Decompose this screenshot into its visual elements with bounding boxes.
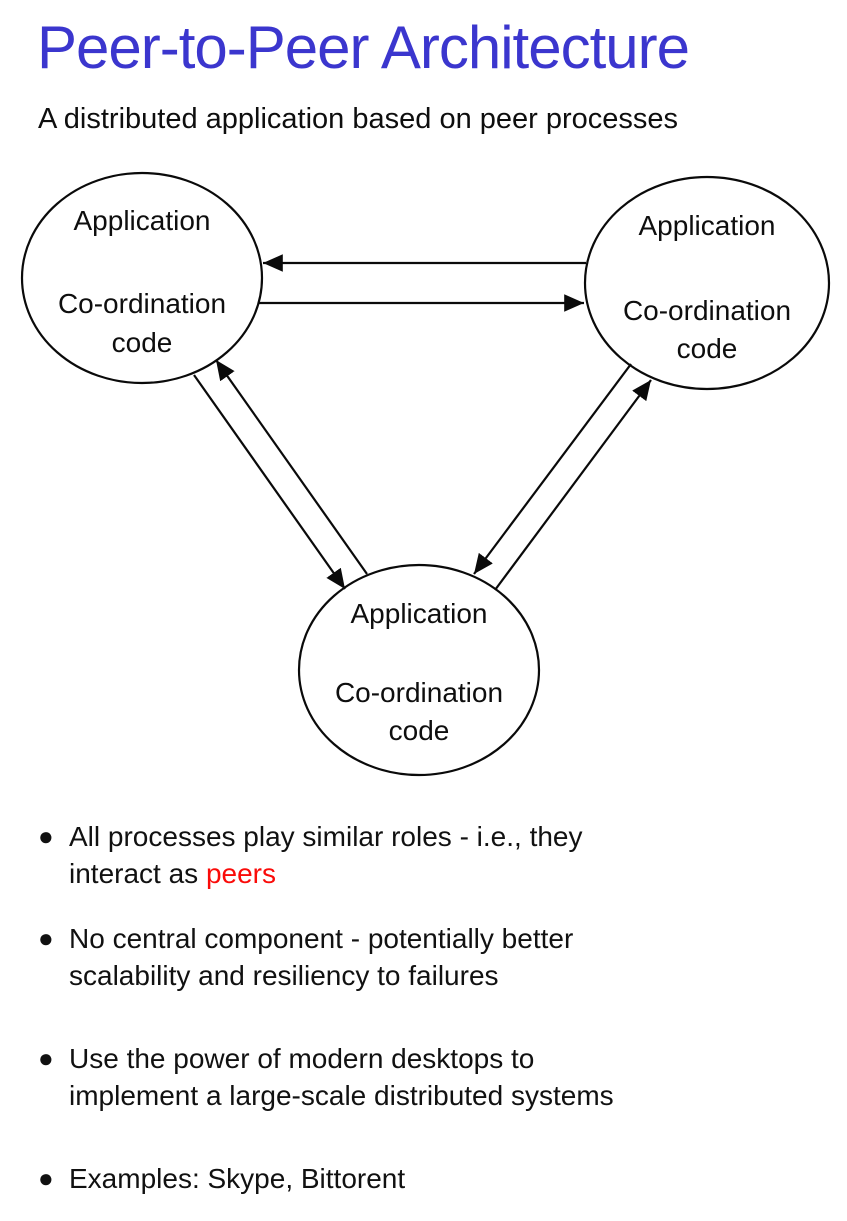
bullet-marker-icon: ● [38,1043,54,1073]
slide-subtitle: A distributed application based on peer … [38,103,679,135]
peer-node-bottom: Application Co-ordination code [297,563,541,777]
arrow-bottom-to-right [494,379,652,591]
arrow-left-to-bottom [193,374,346,590]
node-label: code [112,327,173,358]
peer-circle [297,563,541,777]
bullet-line: Examples: Skype, Bittorent [69,1163,406,1194]
bullet-line-prefix: interact as [69,858,206,889]
peers-highlight: peers [205,858,276,889]
node-label: code [677,333,738,364]
bullet-marker-icon: ● [38,1163,54,1193]
bullet-line: scalability and resiliency to failures [69,960,499,991]
node-label: Application [351,598,488,629]
bullet-item-examples: ● Examples: Skype, Bittorent [38,1160,405,1197]
p2p-diagram: Application Co-ordination code Applicati… [20,171,831,777]
node-label: Co-ordination [58,288,226,319]
page-title: Peer-to-Peer Architecture [37,14,690,81]
bullet-marker-icon: ● [38,923,54,953]
node-label: code [389,715,450,746]
arrow-bottom-to-left [215,359,368,575]
peer-node-top-left: Application Co-ordination code [20,171,264,385]
arrow-right-to-bottom [473,363,632,575]
node-label: Application [74,205,211,236]
peer-node-top-right: Application Co-ordination code [583,175,831,391]
bullet-line: interact as peers [69,855,583,892]
bullet-item-no-central-component: ● No central component - potentially bet… [38,920,573,994]
bullet-line: No central component - potentially bette… [69,923,574,954]
peer-circle [583,175,831,391]
bullet-line: Use the power of modern desktops to [69,1043,535,1074]
bullet-line: implement a large-scale distributed syst… [69,1080,614,1111]
bullet-line: All processes play similar roles - i.e.,… [69,821,583,852]
bullet-item-modern-desktops: ● Use the power of modern desktops to im… [38,1040,614,1114]
node-label: Co-ordination [623,295,791,326]
bullet-item-peers: ● All processes play similar roles - i.e… [38,818,583,892]
node-label: Co-ordination [335,677,503,708]
bullet-marker-icon: ● [38,821,54,851]
node-label: Application [639,210,776,241]
peer-circle [20,171,264,385]
